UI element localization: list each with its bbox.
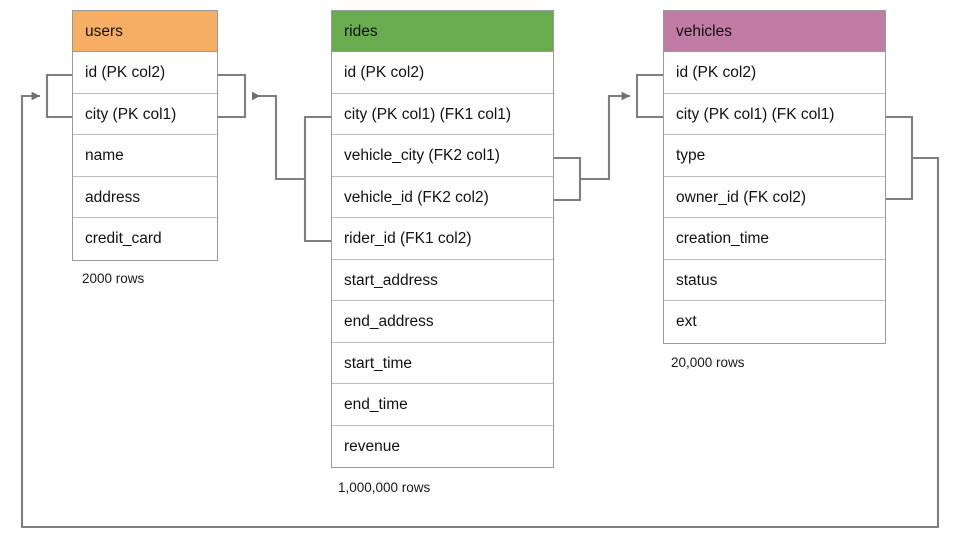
vehicles-fk-source-bracket <box>886 115 914 201</box>
table-users[interactable]: users id (PK col2) city (PK col1) name a… <box>72 10 218 261</box>
table-rides-field-rider-id[interactable]: rider_id (FK1 col2) <box>332 218 553 260</box>
vehicles-fk2-target-bracket <box>635 73 663 119</box>
table-rides-field-end-time[interactable]: end_time <box>332 384 553 426</box>
table-vehicles[interactable]: vehicles id (PK col2) city (PK col1) (FK… <box>663 10 886 344</box>
table-vehicles-field-city[interactable]: city (PK col1) (FK col1) <box>664 93 885 135</box>
table-rides-field-end-address[interactable]: end_address <box>332 301 553 343</box>
table-rides-field-id[interactable]: id (PK col2) <box>332 52 553 94</box>
table-rides-header: rides <box>332 11 553 52</box>
table-users-field-city[interactable]: city (PK col1) <box>73 93 217 135</box>
table-vehicles-field-creation-time[interactable]: creation_time <box>664 218 885 260</box>
table-vehicles-field-id[interactable]: id (PK col2) <box>664 52 885 94</box>
rides-fk2-source-bracket <box>554 156 582 202</box>
table-vehicles-field-ext[interactable]: ext <box>664 301 885 343</box>
table-rides-row-count: 1,000,000 rows <box>338 480 431 495</box>
table-rides-field-vehicle-city[interactable]: vehicle_city (FK2 col1) <box>332 135 553 177</box>
table-users-field-address[interactable]: address <box>73 176 217 218</box>
table-vehicles-header: vehicles <box>664 11 885 52</box>
table-users-header: users <box>73 11 217 52</box>
table-rides[interactable]: rides id (PK col2) city (PK col1) (FK1 c… <box>331 10 554 468</box>
table-vehicles-row-count: 20,000 rows <box>671 355 745 370</box>
table-users-field-credit-card[interactable]: credit_card <box>73 218 217 260</box>
table-rides-field-city[interactable]: city (PK col1) (FK1 col1) <box>332 93 553 135</box>
rides-fk1-source-bracket <box>303 115 331 243</box>
table-rides-field-start-time[interactable]: start_time <box>332 342 553 384</box>
table-users-field-id[interactable]: id (PK col2) <box>73 52 217 94</box>
users-fk1-target-bracket <box>218 73 247 119</box>
table-users-row-count: 2000 rows <box>82 271 145 286</box>
table-vehicles-field-type[interactable]: type <box>664 135 885 177</box>
connector-rides-fk2-to-vehicles <box>580 91 630 181</box>
table-rides-field-start-address[interactable]: start_address <box>332 259 553 301</box>
table-users-field-name[interactable]: name <box>73 135 217 177</box>
users-pk-bracket <box>45 73 72 119</box>
table-vehicles-field-status[interactable]: status <box>664 259 885 301</box>
table-rides-field-revenue[interactable]: revenue <box>332 425 553 467</box>
connector-rides-fk1-to-users <box>252 91 305 181</box>
table-rides-field-vehicle-id[interactable]: vehicle_id (FK2 col2) <box>332 176 553 218</box>
table-vehicles-field-owner-id[interactable]: owner_id (FK col2) <box>664 176 885 218</box>
